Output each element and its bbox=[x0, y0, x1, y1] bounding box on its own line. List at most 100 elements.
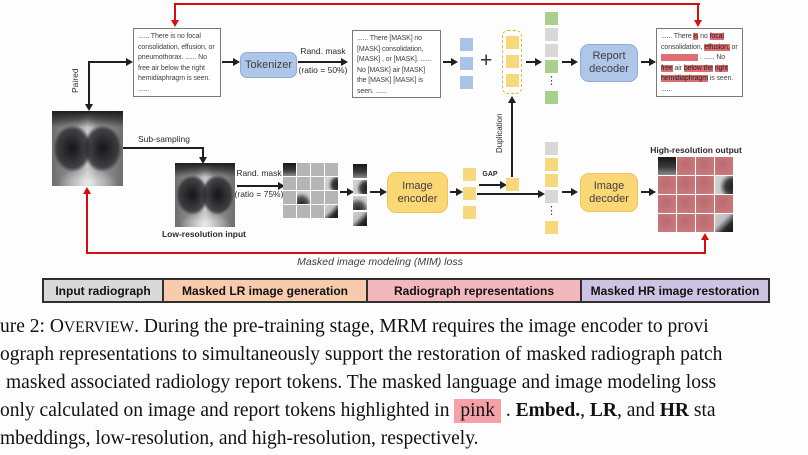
report-text-restored: ...... There is no focal consolidation, … bbox=[656, 28, 743, 97]
visible-patch bbox=[353, 180, 367, 194]
embedding-token-yellow bbox=[545, 174, 558, 187]
mim-loss-line bbox=[86, 252, 706, 254]
rand-mask-text-ratio: (ratio = 50%) bbox=[298, 65, 348, 75]
plus-sign: + bbox=[480, 49, 493, 72]
connector-line bbox=[450, 191, 457, 193]
highlighted-text: right bbox=[714, 64, 728, 72]
visible-patch bbox=[297, 191, 310, 204]
connector-line bbox=[123, 147, 204, 149]
arrowhead-up-icon bbox=[701, 233, 709, 240]
embedding-token-gray bbox=[545, 44, 558, 57]
visible-patch-column bbox=[353, 164, 367, 226]
rand-mask-text-label: Rand. mask bbox=[300, 46, 346, 56]
connector-line bbox=[443, 61, 452, 63]
connector-line bbox=[222, 61, 234, 63]
restored-patch bbox=[715, 157, 733, 175]
visible-patch bbox=[353, 212, 367, 226]
embedding-token-yellow bbox=[463, 187, 476, 200]
arrowhead-right-icon bbox=[571, 188, 578, 196]
legend-input-radiograph: Input radiograph bbox=[44, 280, 162, 301]
embedding-token-green bbox=[545, 12, 558, 25]
restored-patch bbox=[677, 214, 695, 232]
gap-label: GAP bbox=[482, 171, 498, 178]
legend-masked-lr-image-generation: Masked LR image generation bbox=[162, 280, 366, 301]
restored-patch bbox=[658, 195, 676, 213]
restored-patch bbox=[696, 176, 714, 194]
connector-line bbox=[202, 147, 204, 158]
connector-line bbox=[511, 102, 513, 177]
mlm-loss-line bbox=[174, 3, 700, 5]
embedding-token-yellow bbox=[505, 36, 519, 49]
masked-patch bbox=[325, 163, 338, 176]
text-segment: Embed. bbox=[515, 400, 581, 421]
rand-mask-image-ratio: (ratio = 75%) bbox=[234, 189, 284, 199]
text-segment: HR bbox=[659, 400, 689, 421]
caption-line-4: only calculated on image and report toke… bbox=[0, 399, 716, 423]
report-token-column bbox=[460, 38, 473, 89]
visible-patch bbox=[353, 164, 367, 178]
gap-token bbox=[506, 178, 519, 191]
high-resolution-output-grid bbox=[658, 157, 733, 232]
connector-line bbox=[479, 184, 501, 186]
highlighted-text: is bbox=[693, 33, 699, 40]
caption-line-5: mbeddings, low-resolution, and high-reso… bbox=[0, 428, 479, 449]
visible-patch bbox=[283, 163, 296, 176]
embedding-token-yellow bbox=[463, 168, 476, 181]
connector-line bbox=[562, 191, 572, 193]
text-segment: no bbox=[698, 33, 710, 40]
embedding-token-gray bbox=[545, 142, 558, 155]
masked-patch bbox=[297, 177, 310, 190]
image-representation-column: ⋮ bbox=[545, 142, 558, 234]
embedding-token-gray bbox=[545, 28, 558, 41]
connector-line bbox=[526, 61, 536, 63]
arrowhead-right-icon bbox=[347, 188, 354, 196]
arrowhead-right-icon bbox=[380, 188, 387, 196]
masked-patch bbox=[283, 205, 296, 218]
arrowhead-right-icon bbox=[451, 58, 458, 66]
masked-lr-grid bbox=[283, 163, 338, 218]
report-representation-column: ⋮ bbox=[545, 12, 558, 104]
embedding-token-yellow bbox=[505, 74, 519, 87]
connector-line bbox=[298, 61, 342, 63]
highlighted-text: pink bbox=[454, 399, 502, 423]
arrowhead-right-icon bbox=[500, 181, 507, 189]
arrowhead-right-icon bbox=[535, 58, 542, 66]
text-segment: , and bbox=[616, 400, 660, 421]
connector-line bbox=[562, 61, 572, 63]
text-segment: . bbox=[501, 400, 516, 421]
highlighted-text bbox=[661, 54, 698, 62]
paired-label: Paired bbox=[70, 68, 80, 94]
restored-patch bbox=[677, 157, 695, 175]
text-segment: ...... There bbox=[661, 33, 694, 40]
text-segment: LR bbox=[589, 400, 617, 421]
text-segment: . ...... No bbox=[697, 54, 726, 62]
caption-line-2: ograph representations to simultaneously… bbox=[0, 344, 723, 365]
embedding-token-green bbox=[545, 91, 558, 104]
text-segment: sta bbox=[689, 400, 716, 421]
image-decoder-box: Image decoder bbox=[580, 173, 638, 212]
connector-line bbox=[237, 185, 279, 187]
legend-radiograph-representations: Radiograph representations bbox=[366, 280, 580, 301]
masked-patch bbox=[311, 191, 324, 204]
text-segment: only calculated on image and report toke… bbox=[0, 400, 455, 421]
masked-patch bbox=[311, 177, 324, 190]
legend-bar: Input radiograph Masked LR image generat… bbox=[42, 278, 770, 303]
visible-patch bbox=[715, 176, 733, 194]
connector-line bbox=[88, 61, 90, 105]
arrowhead-down-icon bbox=[85, 104, 93, 111]
text-segment: air bbox=[672, 64, 684, 72]
text-segment: consolidation, bbox=[661, 43, 705, 51]
caption-line-3: masked associated radiology report token… bbox=[6, 372, 717, 393]
arrowhead-right-icon bbox=[278, 182, 285, 190]
arrowhead-down-icon bbox=[199, 157, 207, 164]
restored-patch bbox=[658, 214, 676, 232]
restored-patch bbox=[658, 176, 676, 194]
highlighted-text: free bbox=[661, 64, 673, 72]
ellipsis-icon: ⋮ bbox=[546, 205, 557, 217]
text-segment: or bbox=[729, 43, 738, 51]
embedding-token-blue bbox=[460, 38, 473, 51]
connector-line bbox=[88, 61, 127, 63]
embedding-token-yellow bbox=[463, 206, 476, 219]
text-segment: VERVIEW bbox=[63, 319, 135, 336]
